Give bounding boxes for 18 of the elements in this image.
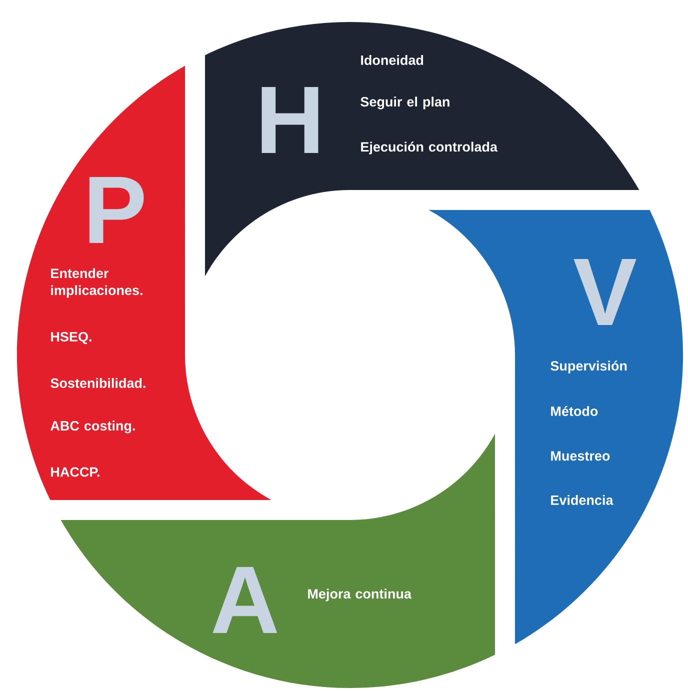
phase-letter: P — [89, 176, 144, 244]
phase-letter: V — [574, 258, 636, 326]
item-text: Idoneidad — [361, 55, 424, 65]
item-text: HSEQ. — [51, 332, 92, 344]
item-text: Seguir el plan — [360, 96, 450, 110]
item-text: Muestreo — [551, 451, 610, 461]
item-text: Sostenibilidad. — [50, 378, 146, 388]
item-text: ABC costing. — [50, 420, 135, 434]
item-text: Ejecución controlada — [361, 142, 498, 154]
cycle-segment — [428, 210, 682, 644]
item-text: Evidencia — [551, 495, 614, 505]
item-text: Supervisión — [550, 360, 627, 374]
item-text: HACCP. — [51, 467, 100, 477]
phase-letter: H — [262, 86, 318, 154]
item-text: Mejora continua — [308, 588, 412, 602]
item-text: Método — [551, 406, 598, 416]
item-text: Entender implicaciones. — [51, 268, 142, 298]
phase-letter: A — [212, 566, 278, 634]
